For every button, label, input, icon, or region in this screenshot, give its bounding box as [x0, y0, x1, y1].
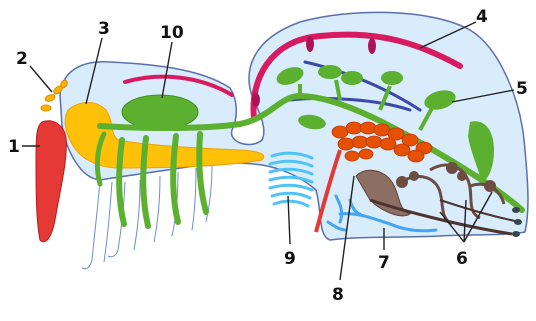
- label-9: 9: [284, 249, 296, 269]
- label-7: 7: [378, 253, 390, 273]
- label-1: 1: [8, 137, 20, 157]
- label-2: 2: [16, 49, 28, 69]
- label-8: 8: [332, 285, 344, 305]
- poison-gland: [36, 121, 66, 242]
- label-10: 10: [160, 23, 184, 43]
- label-6: 6: [456, 249, 468, 269]
- label-3: 3: [98, 19, 110, 39]
- label-4: 4: [476, 7, 488, 27]
- label-5: 5: [516, 79, 528, 99]
